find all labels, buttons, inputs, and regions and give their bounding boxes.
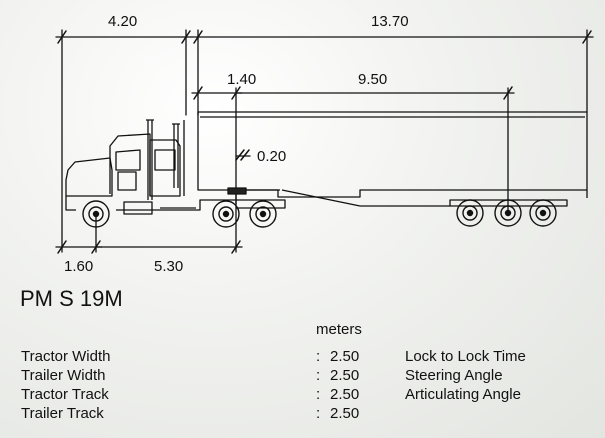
spec-label-lock-to-lock-time: Lock to Lock Time [405,348,526,365]
spec-value-tractor-track: 2.50 [330,386,360,403]
trailer-underframe [281,189,361,207]
spec-value-trailer-track: 2.50 [330,405,360,422]
drive-wheel-2 [249,200,277,228]
spec-label-trailer-track: Trailer Track [21,405,104,422]
dim-label-overall-length: 13.70 [371,13,409,30]
spec-colon: : [316,405,321,422]
spec-label-steering-angle: Steering Angle [405,367,503,384]
tractor-door [117,171,137,191]
spec-label-articulating-angle: Articulating Angle [405,386,521,403]
spec-label-tractor-width: Tractor Width [21,348,111,365]
dim-label-front-overhang: 1.60 [64,258,93,275]
trailer-wheel-1 [456,199,484,227]
units-label: meters [316,321,362,338]
drive-wheel-1 [212,200,240,228]
fuel-tank [123,201,153,215]
tractor-hood [65,157,113,197]
spec-value-tractor-width: 2.50 [330,348,360,365]
tractor [65,119,286,215]
spec-value-trailer-width: 2.50 [330,367,360,384]
spec-colon: : [316,367,321,384]
tractor-window [115,149,141,171]
vehicle-title: PM S 19M [20,286,123,311]
spec-colon: : [316,386,321,403]
trailer-wheel-3 [529,199,557,227]
front-wheel [82,200,110,228]
exhaust-stack [146,119,154,200]
dimension-ticks [57,30,592,254]
dim-label-fifth-wheel-offset: 0.20 [257,148,286,165]
spec-colon: : [316,348,321,365]
trailer [197,111,588,207]
fifth-wheel [227,187,247,195]
dim-label-kingpin-offset: 1.40 [227,71,256,88]
trailer-body [197,111,588,198]
spec-label-tractor-track: Tractor Track [21,386,109,403]
spec-label-trailer-width: Trailer Width [21,367,106,384]
dim-label-trailer-wheelbase: 9.50 [358,71,387,88]
tractor-sleeper [149,139,181,197]
dim-label-tractor-wheelbase: 5.30 [154,258,183,275]
wheels [82,199,557,228]
trailer-wheel-2 [494,199,522,227]
dim-label-tractor-length: 4.20 [108,13,137,30]
